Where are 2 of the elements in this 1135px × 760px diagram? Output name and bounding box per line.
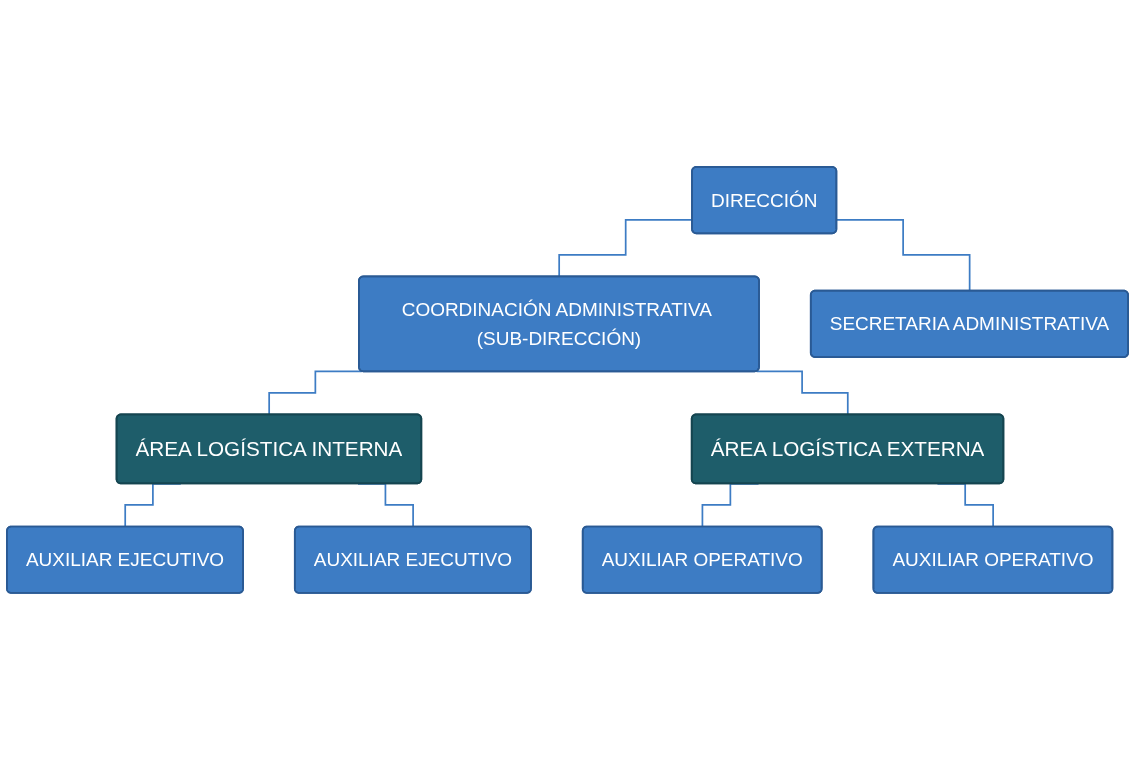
connector	[755, 370, 849, 416]
connector	[268, 370, 363, 416]
